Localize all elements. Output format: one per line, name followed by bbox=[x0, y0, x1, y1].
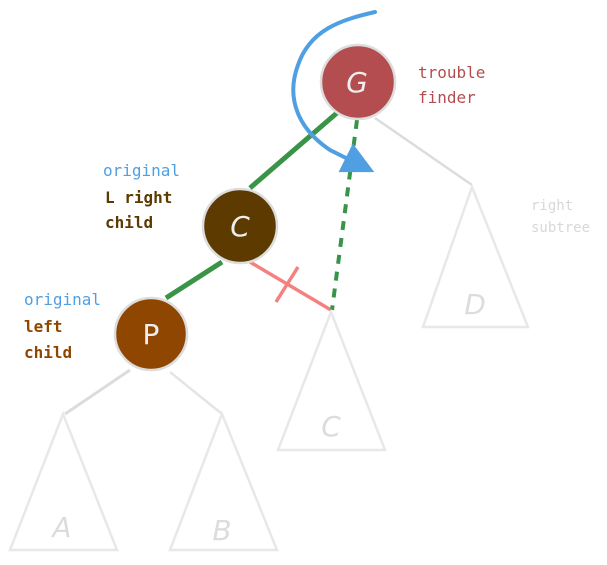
node-g: G bbox=[319, 43, 397, 121]
right-subtree-label-1: right bbox=[531, 198, 573, 214]
edge-g-c bbox=[248, 110, 340, 190]
edge-c-p bbox=[164, 259, 224, 301]
original-right-label-1: original bbox=[103, 161, 180, 180]
original-left-label-3: child bbox=[24, 343, 72, 362]
original-left-label-1: original bbox=[24, 290, 101, 309]
trouble-finder-label-2: finder bbox=[418, 88, 476, 107]
subtree-a-label: A bbox=[50, 511, 71, 544]
node-c-label: C bbox=[230, 210, 250, 243]
cut-mark-icon bbox=[274, 266, 300, 303]
edge-g-right bbox=[374, 116, 473, 187]
subtree-c-triangle bbox=[276, 308, 387, 452]
subtree-d-triangle bbox=[421, 183, 530, 329]
original-right-label-2: L right bbox=[105, 188, 172, 207]
edge-p-left bbox=[64, 368, 131, 416]
edge-p-right bbox=[169, 371, 223, 415]
right-subtree-label-2: subtree bbox=[531, 220, 590, 236]
node-p-label: P bbox=[143, 318, 160, 351]
node-g-label: G bbox=[346, 66, 368, 99]
edge-c-subtree-removed bbox=[249, 260, 332, 312]
original-right-label-3: child bbox=[105, 213, 153, 232]
rotation-arrow-icon bbox=[291, 10, 377, 173]
subtree-a-triangle bbox=[8, 410, 119, 552]
subtree-b-label: B bbox=[212, 514, 231, 547]
subtree-c-label: C bbox=[321, 410, 341, 443]
node-p: P bbox=[113, 296, 189, 372]
subtree-b-triangle bbox=[168, 410, 279, 552]
node-c: C bbox=[201, 187, 279, 265]
trouble-finder-label-1: trouble bbox=[418, 63, 485, 82]
edge-g-subtree-new bbox=[330, 119, 359, 311]
subtree-d-label: D bbox=[464, 288, 486, 321]
original-left-label-2: left bbox=[24, 317, 63, 336]
